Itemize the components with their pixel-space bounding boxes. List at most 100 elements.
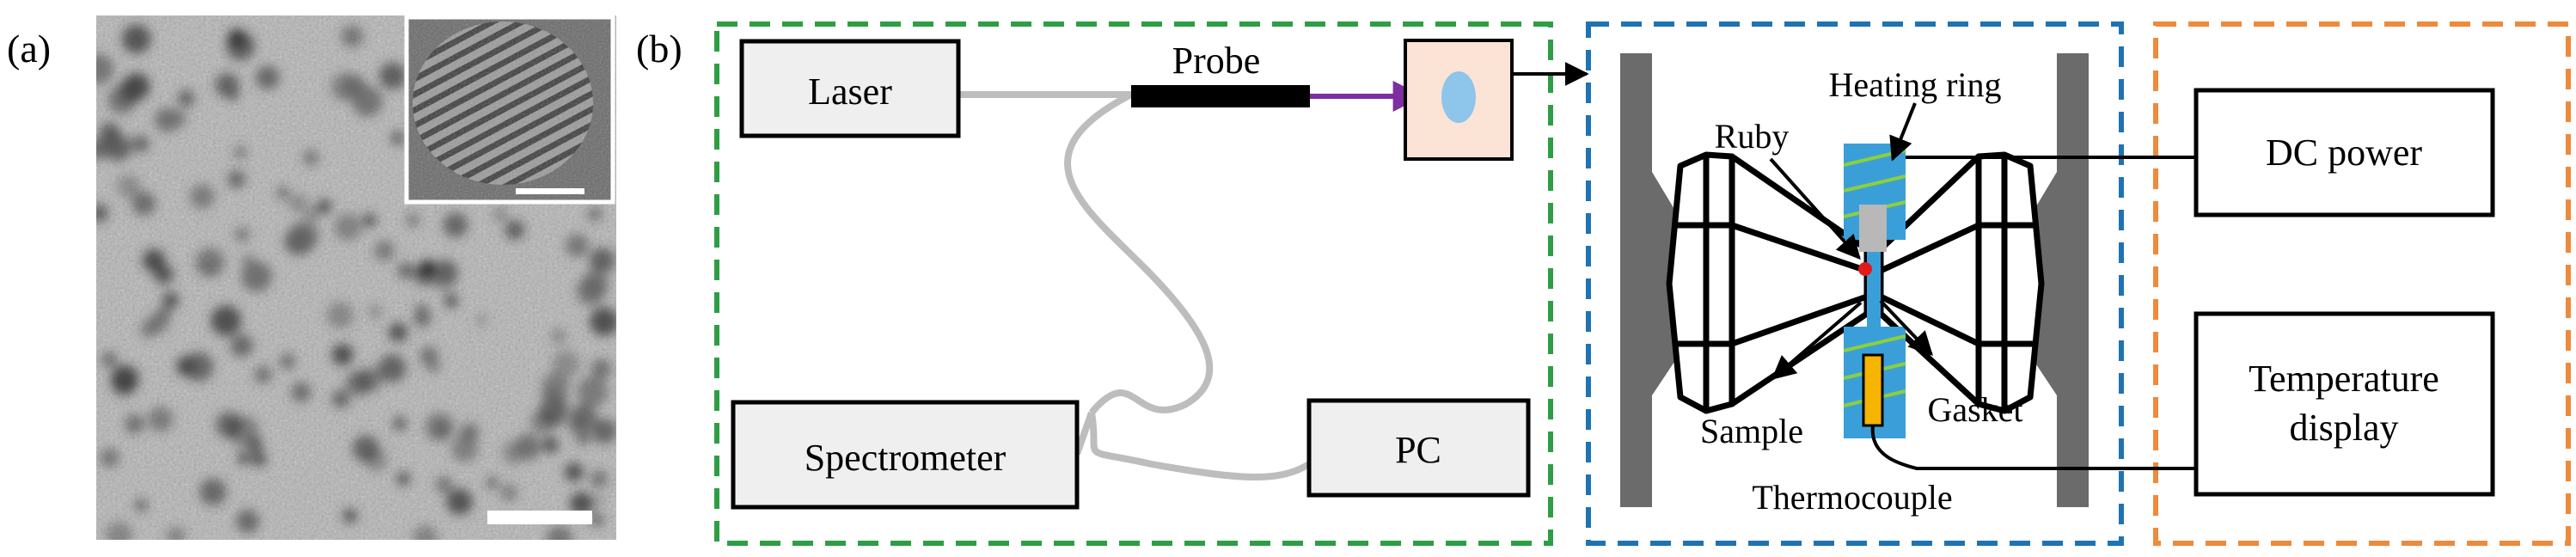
nanoparticle-blob [99,122,120,144]
nanoparticle-blob [446,488,473,515]
nanoparticle-blob [111,364,139,393]
nanoparticle-blob [346,370,371,396]
nanoparticle-blob [190,184,215,209]
thermocouple-element [1862,353,1884,427]
lens-box [1404,39,1514,161]
nanoparticle-blob [96,204,109,223]
nanoparticle-blob [96,53,114,85]
nanoparticle-blob [587,206,603,222]
nanoparticle-blob [334,213,362,242]
nanoparticle-blob [577,376,609,407]
nanoparticle-blob [493,207,508,223]
nanoparticle-blob [167,526,186,540]
nanoparticle-blob [444,293,459,309]
nanoparticle-blob [288,193,308,213]
gasket-label: Gasket [1927,390,2022,429]
nanoparticle-blob [425,413,454,442]
nanoparticle-blob [132,135,150,153]
tem-scale-bar [487,511,592,524]
temperature-display-label-line2: display [2289,407,2398,449]
control-frame [2153,21,2571,546]
nanoparticle-blob [211,305,242,336]
nanoparticle-blob [542,387,563,409]
nanoparticle-blob [201,260,217,276]
nanoparticle-blob [236,509,260,534]
cell-annotation-arrows [1769,102,1953,470]
nanoparticle-blob [352,435,380,462]
thermocouple-label: Thermocouple [1752,478,1952,517]
panel-label-a: (a) [7,27,51,70]
nanoparticle-blob [199,478,227,505]
nanoparticle-blob [117,174,141,199]
nanoparticle-blob [590,469,609,488]
nanoparticle-blob [396,472,411,486]
nanoparticle-blob [254,365,272,384]
right-anvil [1877,151,2045,414]
left-support-plate [1620,53,1678,507]
nanoparticle-blob [177,89,195,107]
nanoparticle-blob [413,525,437,540]
nanoparticle-blob [125,414,145,434]
nanoparticle-blob [101,351,118,368]
nanoparticle-blob [486,477,498,488]
nanoparticle-blob [332,344,353,365]
nanoparticle-blob [377,354,407,383]
laser-box: Laser [739,39,961,138]
nanoparticle-blob [277,187,290,199]
nanoparticle-blob [576,430,591,445]
nanoparticle-blob [148,407,174,432]
nanoparticle-blob [100,448,119,468]
nanoparticle-blob [570,492,593,516]
nanoparticle-blob [428,260,458,291]
nanoparticle-blob [589,248,615,274]
nanoparticle-blob [234,146,247,159]
nanoparticle-blob [390,131,406,146]
nanoparticle-blob [286,225,315,255]
anvil-cell-drawing [1620,53,2089,507]
nanoparticle-blob [374,240,395,261]
nanoparticle-blob [237,451,250,465]
nanoparticle-blob [327,302,354,329]
nanoparticle-blob [542,436,560,454]
inset-scale-bar [516,188,584,194]
nanoparticle-blob [407,213,419,227]
panel-label-b: (b) [636,27,682,70]
nanoparticle-blob [254,65,280,90]
nanoparticle-blob [305,206,320,221]
nanoparticle-blob [132,192,156,216]
sample-label: Sample [1700,412,1803,450]
nanoparticle-blob [590,307,616,336]
optical-fibers [960,91,1312,480]
temperature-display-label-line1: Temperature [2249,358,2439,400]
nanoparticle-blob [500,484,517,501]
nanoparticle-blob [564,462,584,482]
nanoparticle-blob [142,248,166,272]
nanoparticle-blob [123,72,150,100]
nanoparticle-blob [135,499,148,511]
nanoparticle-blob [426,359,440,374]
nanoparticle-blob [505,220,524,240]
gasket [1867,240,1881,327]
nanoparticle-blob [420,260,436,275]
nanoparticle-blob [397,262,415,279]
right-support-plate [2031,53,2089,507]
probe-bar [1131,85,1310,107]
nanoparticle-blob [229,334,254,358]
temperature-display-box: Temperature display [2194,311,2495,497]
probe-label: Probe [1172,40,1261,82]
nanoparticle-blob [451,435,479,462]
ruby-dot [1858,262,1872,276]
culet-block [1859,205,1887,252]
nanoparticle-blob [379,62,407,90]
nanoparticle-blob [389,322,408,342]
nanoparticle-blob [590,513,604,527]
nanoparticle-blob [565,234,590,258]
heating-ring-label: Heating ring [1828,65,2001,104]
nanoparticle-blobs [96,24,616,540]
nanoparticle-blob [332,389,350,408]
laser-setup-frame [714,21,1553,546]
nanoparticle-blob [251,451,266,467]
nanoparticle-blob [593,495,604,506]
nanoparticle-blob [247,437,263,453]
